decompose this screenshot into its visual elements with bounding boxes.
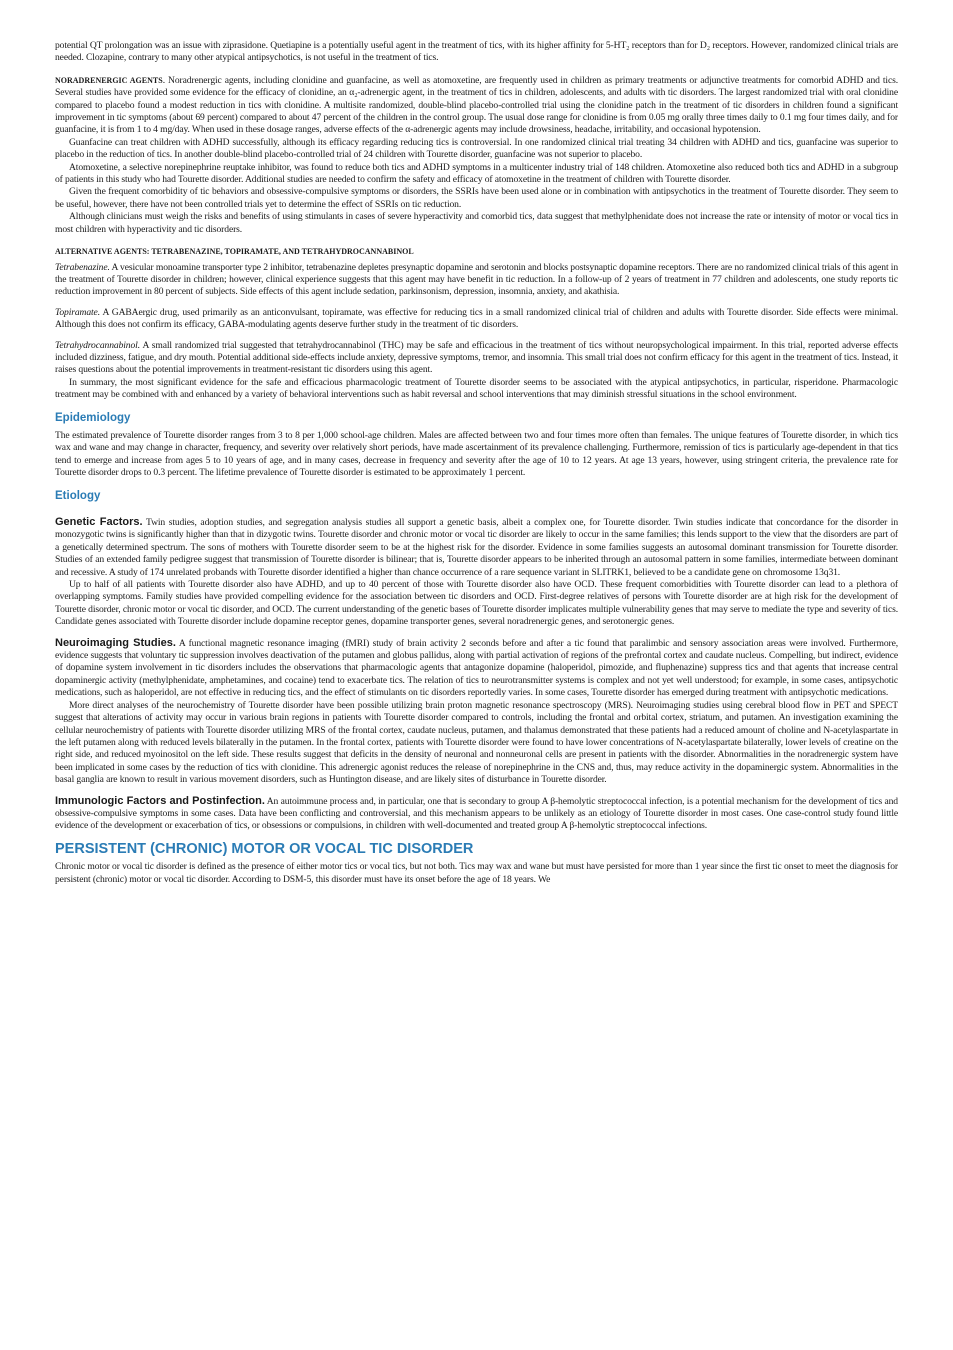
paragraph-neurochemistry: More direct analyses of the neurochemist… [55, 699, 898, 786]
paragraph-guanfacine: Guanfacine can treat children with ADHD … [55, 136, 898, 161]
topiramate-text: A GABAergic drug, used primarily as an a… [55, 306, 898, 331]
runin-heading-noradrenergic: NORADRENERGIC AGENTS [55, 75, 163, 85]
paragraph-immunologic: Immunologic Factors and Postinfection. A… [55, 795, 898, 833]
section-heading-etiology: Etiology [55, 489, 101, 502]
paragraph-tetrabenazine: Tetrabenazine. A vesicular monoamine tra… [55, 262, 898, 299]
tetrabenazine-text: A vesicular monoamine transporter type 2… [55, 261, 899, 298]
paragraph-epidemiology: The estimated prevalence of Tourette dis… [55, 429, 898, 479]
spacer [55, 629, 898, 637]
paragraph-noradrenergic-intro: NORADRENERGIC AGENTS. Noradrenergic agen… [55, 75, 898, 137]
immunologic-text: An autoimmune process and, in particular… [55, 795, 898, 832]
paragraph-thc: Tetrahydrocannabinol. A small randomized… [55, 340, 898, 377]
paragraph-genetic-factors: Genetic Factors. Twin studies, adoption … [55, 516, 898, 579]
spacer [55, 299, 898, 307]
thc-text: A small randomized trial suggested that … [55, 339, 898, 376]
paragraph-qt-prolongation: potential QT prolongation was an issue w… [55, 40, 898, 64]
label-topiramate: Topiramate. [55, 306, 100, 318]
genetic-text: Twin studies, adoption studies, and segr… [55, 517, 898, 578]
spacer [55, 787, 898, 795]
paragraph-summary: In summary, the most significant evidenc… [55, 376, 898, 401]
paragraph-neuroimaging: Neuroimaging Studies. A functional magne… [55, 637, 898, 700]
paragraph-stimulants: Although clinicians must weigh the risks… [55, 211, 898, 235]
section-heading-epidemiology: Epidemiology [55, 411, 131, 424]
spacer [55, 236, 898, 246]
spacer [55, 508, 898, 516]
lead-genetic-factors: Genetic Factors. [55, 516, 143, 528]
label-thc: Tetrahydrocannabinol. [55, 339, 140, 351]
spacer [55, 332, 898, 340]
paragraph-topiramate: Topiramate. A GABAergic drug, used prima… [55, 307, 898, 332]
paragraph-ssri: Given the frequent comorbidity of tic be… [55, 186, 898, 210]
noradrenergic-text: . Noradrenergic agents, including clonid… [55, 74, 898, 136]
paragraph-persistent-definition: Chronic motor or vocal tic disorder is d… [55, 861, 898, 885]
chapter-heading-persistent-tic-disorder: PERSISTENT (CHRONIC) MOTOR OR VOCAL TIC … [55, 840, 474, 857]
neuroimaging-text: A functional magnetic resonance imaging … [55, 637, 899, 699]
label-tetrabenazine: Tetrabenazine. [55, 261, 110, 273]
lead-neuroimaging: Neuroimaging Studies. [55, 636, 176, 649]
paragraph-atomoxetine: Atomoxetine, a selective norepinephrine … [55, 161, 898, 186]
lead-immunologic: Immunologic Factors and Postinfection. [55, 794, 265, 807]
paragraph-comorbidity: Up to half of all patients with Tourette… [55, 579, 898, 628]
subheading-alternative-agents: ALTERNATIVE AGENTS: TETRABENAZINE, TOPIR… [55, 247, 414, 257]
spacer [55, 65, 898, 75]
